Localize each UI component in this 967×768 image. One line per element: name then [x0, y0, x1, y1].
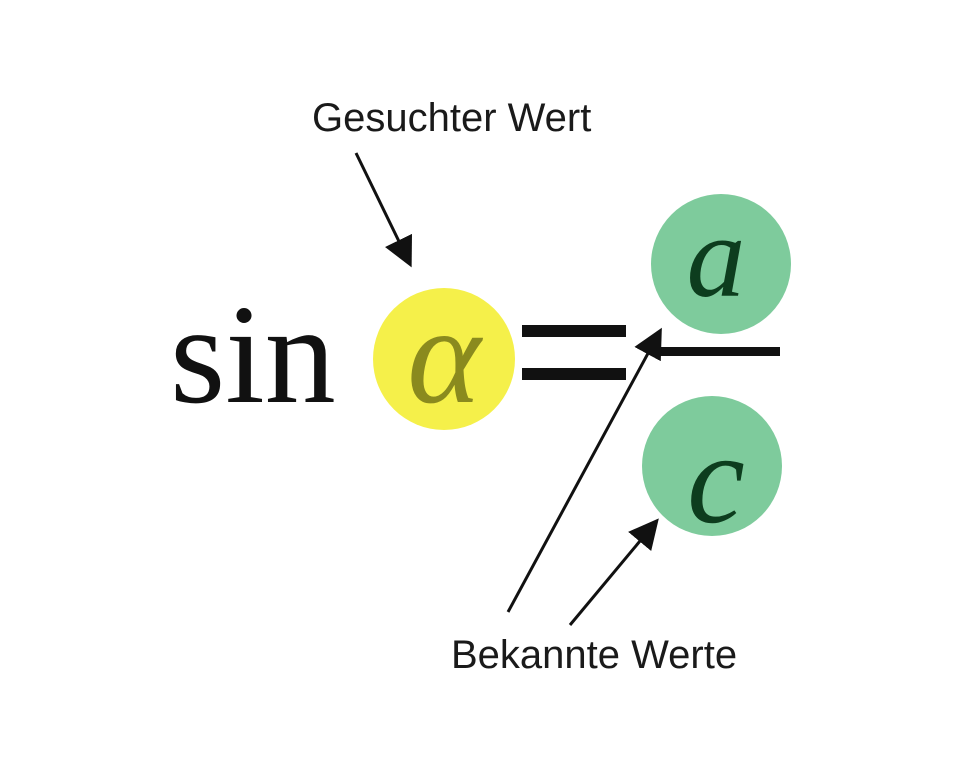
known-value-arrow-denominator: [568, 518, 659, 626]
numerator-highlight-circle: [651, 194, 791, 334]
sin-function-text: sin: [170, 275, 336, 433]
sought-value-label: Gesuchter Wert: [312, 96, 591, 140]
sought-value-arrow: [354, 152, 412, 268]
fraction-bar: [660, 347, 780, 356]
angle-alpha-symbol: α: [407, 278, 483, 433]
denominator-highlight-circle: [642, 396, 782, 536]
known-values-label: Bekannte Werte: [451, 633, 737, 677]
equals-sign-bottom-bar: [522, 368, 626, 380]
equals-sign-top-bar: [522, 325, 626, 337]
known-value-arrow-numerator: [506, 327, 662, 613]
denominator-c-symbol: c: [687, 407, 745, 551]
angle-highlight-circle: [373, 288, 515, 430]
numerator-a-symbol: a: [687, 191, 746, 322]
